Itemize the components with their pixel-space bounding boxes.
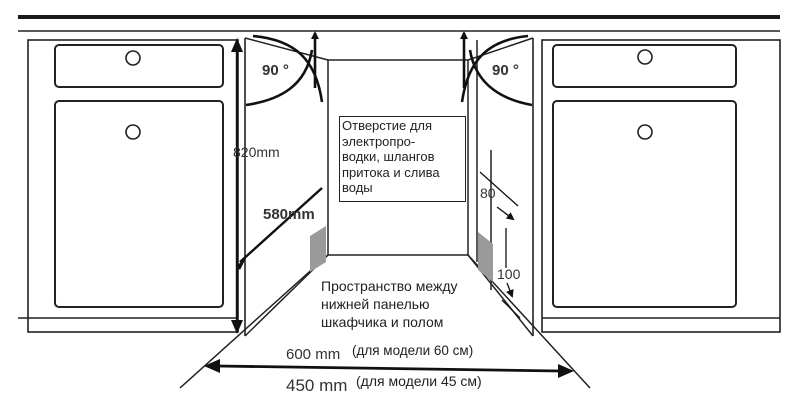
width-60-label: 600 mm [286, 346, 341, 363]
space-note: Пространство между нижней панелью шкафчи… [321, 278, 458, 332]
niche [179, 37, 591, 389]
space-note-line: нижней панелью [321, 295, 430, 312]
hole-note: Отверстие для электропро- водки, шлангов… [339, 116, 466, 202]
width-60-model-label: (для модели 60 см) [352, 343, 474, 358]
side-gap-top-label: 80 [480, 185, 496, 201]
side-gap-dimensions [479, 171, 521, 319]
depth-label: 580mm [263, 206, 315, 223]
hole-note-line: электропро- [342, 133, 416, 149]
hole-note-line: водки, шлангов [342, 149, 435, 165]
space-note-line: Пространство между [321, 278, 458, 294]
plinth-panels [310, 226, 493, 282]
width-45-model-label: (для модели 45 см) [356, 373, 482, 389]
right-cabinet [532, 38, 781, 336]
angle-label-left: 90 ° [262, 62, 289, 79]
left-cabinet [18, 38, 246, 336]
side-gap-bottom-label: 100 [497, 266, 521, 282]
hole-note-line: Отверстие для [342, 118, 433, 133]
countertop [18, 15, 780, 32]
angle-label-right: 90 ° [492, 62, 519, 79]
depth-dimension [236, 187, 323, 270]
height-label: 820mm [233, 144, 280, 160]
hole-note-line: воды [342, 180, 373, 196]
door-swing-arcs [245, 31, 533, 107]
hole-note-line: притока и слива [342, 164, 440, 180]
width-dimension [204, 359, 574, 378]
width-45-label: 450 mm [286, 376, 348, 395]
space-note-line: шкафчика и полом [321, 313, 444, 330]
height-dimension [231, 38, 243, 334]
